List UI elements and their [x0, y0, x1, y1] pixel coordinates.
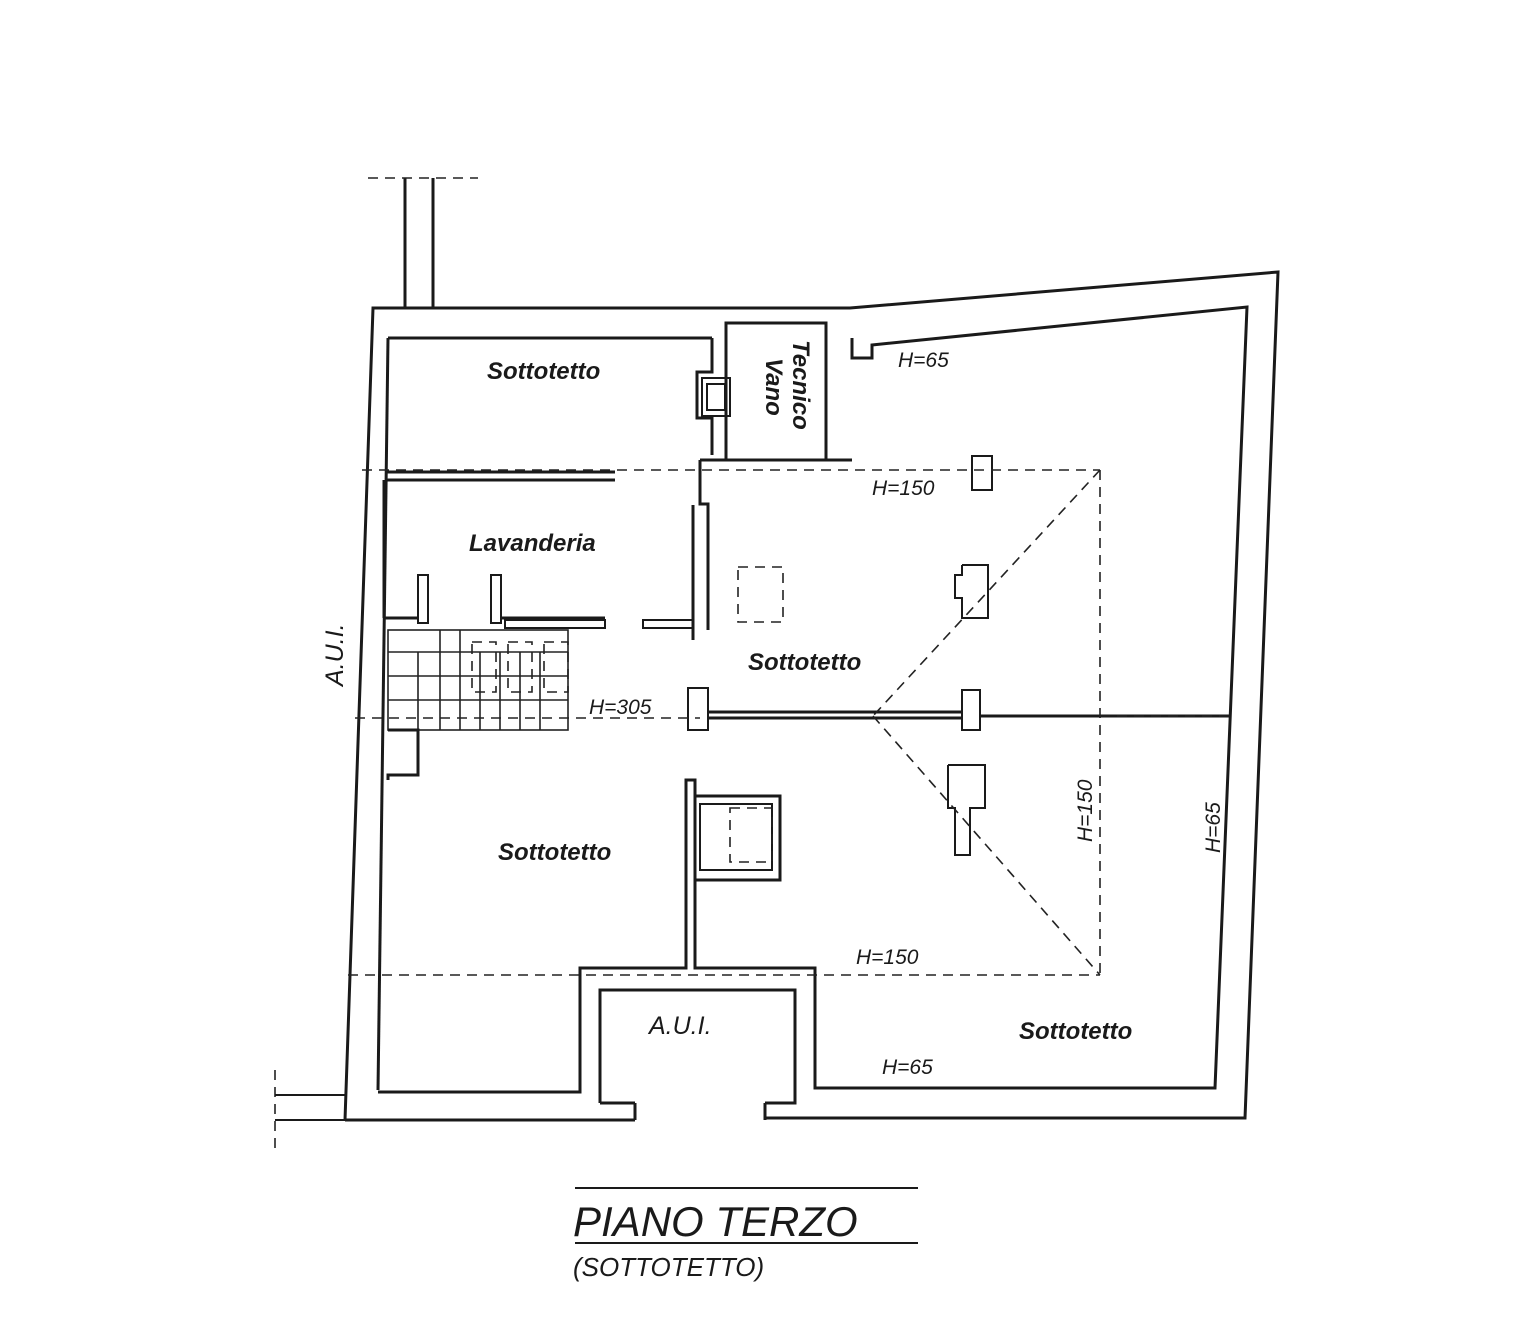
room-label-lavanderia: Lavanderia [469, 530, 596, 557]
height-label-h150-right: H=150 [1074, 779, 1097, 842]
room-label-aui-left: A.U.I. [321, 623, 349, 688]
staircase [386, 629, 569, 780]
room-label-sottotetto-center: Sottotetto [748, 649, 861, 676]
height-lines [348, 469, 1230, 976]
height-label-h305: H=305 [589, 696, 652, 719]
room-label-vano: Vano [760, 358, 787, 416]
plan-subtitle: (SOTTOTETTO) [573, 1252, 764, 1282]
left-external-lines [274, 1070, 345, 1148]
central-wall [687, 687, 1230, 731]
room-label-sottotetto-bottom-right: Sottotetto [1019, 1018, 1132, 1045]
top-left-room-walls [385, 336, 714, 482]
chimney-shaft [368, 177, 478, 308]
flue-block [693, 794, 782, 882]
height-label-h65-bottom: H=65 [882, 1056, 933, 1079]
height-label-h65-top: H=65 [898, 349, 949, 372]
room-label-tecnico: Tecnico [787, 340, 814, 430]
plan-title: PIANO TERZO [573, 1198, 858, 1245]
height-label-h65-right: H=65 [1202, 802, 1225, 853]
lavanderia-walls [382, 480, 695, 640]
room-label-sottotetto-lower-left: Sottotetto [498, 839, 611, 866]
vano-tecnico-walls [698, 321, 852, 630]
small-structures [737, 455, 993, 856]
room-label-aui-bottom: A.U.I. [647, 1012, 712, 1040]
height-label-h150-bottom: H=150 [856, 946, 919, 969]
room-label-sottotetto-top-left: Sottotetto [487, 358, 600, 385]
height-label-h150-top: H=150 [872, 477, 935, 500]
